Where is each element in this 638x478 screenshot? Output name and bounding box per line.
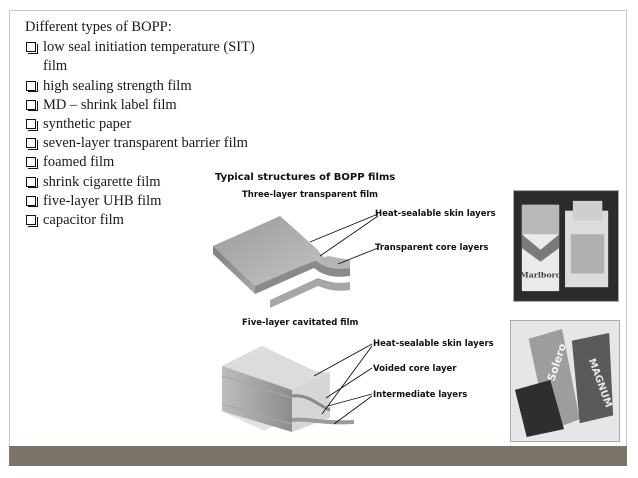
bopp-types-text: Different types of BOPP: low seal initia… <box>25 18 275 230</box>
checkbox-bullet-icon <box>26 80 38 93</box>
five-layer-callout-skin: Heat-sealable skin layers <box>373 339 494 349</box>
checkbox-bullet-icon <box>26 195 38 208</box>
list-item: low seal initiation temperature (SIT) fi… <box>25 38 275 76</box>
cigarette-pack-photo: Marlboro <box>513 190 619 302</box>
five-layer-title: Five-layer cavitated film <box>242 318 359 328</box>
bottom-bar <box>9 446 627 466</box>
bopp-structures-figure: Typical structures of BOPP films Three-l… <box>210 168 520 446</box>
five-layer-callout-intermediate: Intermediate layers <box>373 390 468 400</box>
bopp-heading: Different types of BOPP: <box>25 19 172 35</box>
list-item: five-layer UHB film <box>25 192 275 211</box>
pack-brand-text: Marlboro <box>520 270 561 279</box>
list-item: high sealing strength film <box>25 77 275 96</box>
three-layer-callout-core: Transparent core layers <box>375 243 489 253</box>
three-layer-film-diagram <box>213 213 379 308</box>
list-item: seven-layer transparent barrier film <box>25 134 275 153</box>
list-item: MD – shrink label film <box>25 96 275 115</box>
checkbox-bullet-icon <box>26 176 38 189</box>
three-layer-title: Three-layer transparent film <box>242 190 378 200</box>
five-layer-film-diagram <box>221 343 373 432</box>
figure-title: Typical structures of BOPP films <box>215 172 396 183</box>
checkbox-bullet-icon <box>26 119 38 131</box>
checkbox-bullet-icon <box>26 99 38 112</box>
checkbox-bullet-icon <box>26 215 38 227</box>
three-layer-callout-skin: Heat-sealable skin layers <box>375 209 496 219</box>
five-layer-callout-voided: Voided core layer <box>373 364 457 374</box>
checkbox-bullet-icon <box>26 138 38 150</box>
list-item: synthetic paper <box>25 115 275 134</box>
checkbox-bullet-icon <box>26 157 38 170</box>
ice-cream-wrappers-photo: Solero MAGNUM <box>510 320 620 442</box>
list-item: shrink cigarette film <box>25 173 275 192</box>
bopp-type-list: low seal initiation temperature (SIT) fi… <box>25 38 275 230</box>
list-item: capacitor film <box>25 211 275 230</box>
checkbox-bullet-icon <box>26 42 38 54</box>
list-item: foamed film <box>25 153 275 172</box>
